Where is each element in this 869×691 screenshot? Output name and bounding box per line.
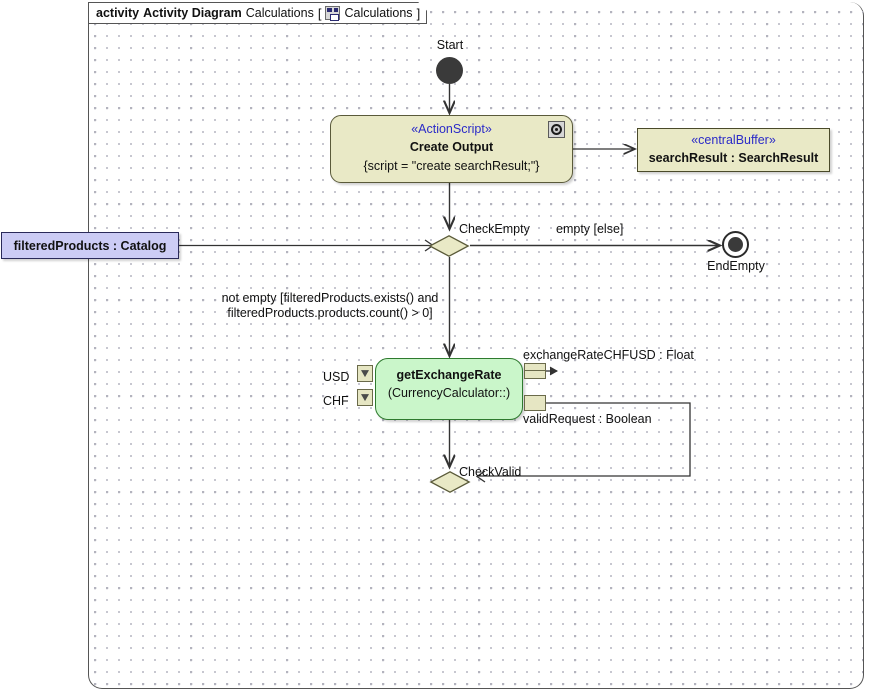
output-pin-exchange-rate[interactable] <box>524 363 546 379</box>
input-pin-label-usd: USD <box>323 370 350 384</box>
edge-label-empty-else: empty [else] <box>556 222 624 236</box>
decision-node-check-empty[interactable] <box>428 235 470 257</box>
central-buffer-search-result[interactable]: «centralBuffer» searchResult : SearchRes… <box>637 128 830 172</box>
input-pin-usd[interactable] <box>357 365 373 382</box>
bracket-close: ] <box>416 5 421 21</box>
action-get-exchange-rate[interactable]: getExchangeRate (CurrencyCalculator::) <box>375 358 523 420</box>
bracket-open: [ <box>317 5 322 21</box>
guard-line-2: filteredProducts.products.count() > 0] <box>227 306 433 320</box>
input-pin-chf[interactable] <box>357 389 373 406</box>
frame-diagram-name: Calculations <box>245 6 314 20</box>
decision-label-check-valid: CheckValid <box>459 465 522 479</box>
decision-node-check-valid[interactable] <box>429 471 471 493</box>
output-pin-valid-request[interactable] <box>524 395 546 411</box>
diagram-frame <box>88 2 864 689</box>
frame-type-label: Activity Diagram <box>143 6 242 20</box>
action-behavior-ref: (CurrencyCalculator::) <box>387 386 511 400</box>
frame-context-name: Calculations <box>344 6 413 20</box>
action-name-get-exchange-rate: getExchangeRate <box>396 368 502 382</box>
object-node-filtered-products[interactable]: filteredProducts : Catalog <box>1 232 179 259</box>
action-stereotype: «ActionScript» <box>411 122 492 136</box>
input-pin-label-chf: CHF <box>323 394 349 408</box>
start-node-label: Start <box>436 38 464 52</box>
action-tagged-value: {script = "create searchResult;"} <box>363 159 540 173</box>
edge-label-not-empty-guard: not empty [filteredProducts.exists() and… <box>196 291 464 321</box>
buffer-name: searchResult : SearchResult <box>648 151 819 165</box>
decision-label-check-empty: CheckEmpty <box>459 222 530 236</box>
final-node-end-empty[interactable] <box>722 231 749 258</box>
activity-diagram-icon <box>325 6 340 20</box>
frame-keyword: activity <box>96 6 140 20</box>
final-node-label-end-empty: EndEmpty <box>707 259 765 273</box>
initial-node-start[interactable] <box>436 57 463 84</box>
script-badge-icon <box>548 121 565 138</box>
diagram-frame-header[interactable]: activity Activity Diagram Calculations [… <box>88 2 427 24</box>
canvas-grid <box>89 2 863 688</box>
buffer-stereotype: «centralBuffer» <box>691 133 776 147</box>
guard-line-1: not empty [filteredProducts.exists() and <box>221 291 439 305</box>
action-name: Create Output <box>409 140 494 154</box>
output-pin-label-exchange-rate: exchangeRateCHFUSD : Float <box>523 348 694 362</box>
action-create-output[interactable]: «ActionScript» Create Output {script = "… <box>330 115 573 183</box>
output-pin-label-valid-request: validRequest : Boolean <box>523 412 652 426</box>
